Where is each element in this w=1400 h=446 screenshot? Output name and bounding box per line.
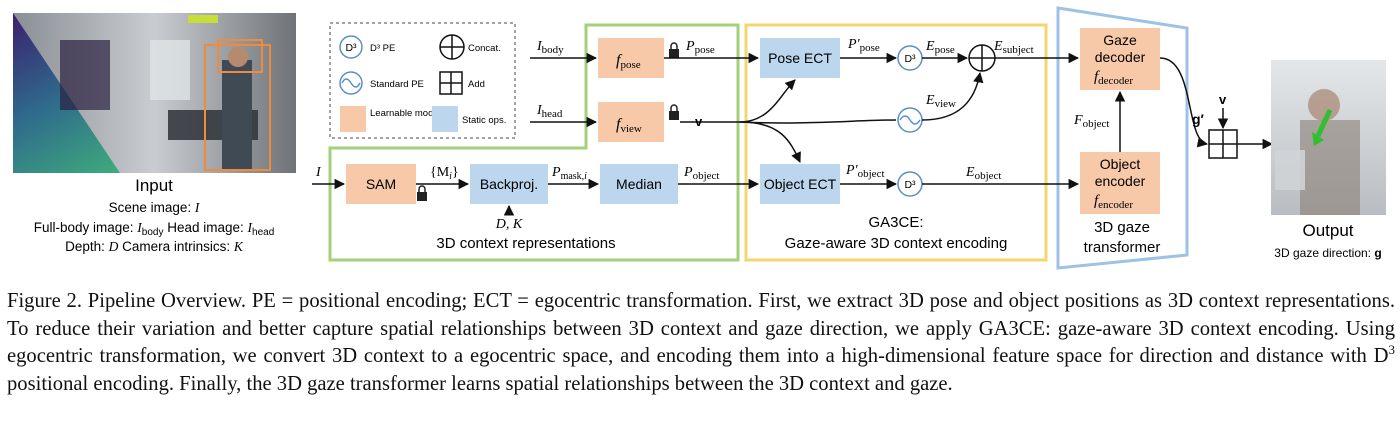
edge-p-object-prime: P′object — [845, 163, 885, 180]
ga3ce-group-box — [744, 23, 1048, 262]
legend-add: Add — [468, 79, 485, 90]
legend-learnable: Learnable modules — [370, 108, 451, 119]
transformer-group-box — [1056, 6, 1189, 270]
context-group-box — [328, 23, 740, 262]
output-title: Output — [1302, 221, 1353, 240]
object-ect-label: Object ECT — [764, 176, 837, 192]
object-ect-box — [760, 164, 840, 204]
legend-concat: Concat. — [468, 43, 501, 54]
output-image — [1271, 60, 1386, 215]
edge-v-out: v — [1219, 92, 1227, 107]
arrows — [312, 52, 1274, 216]
object-encoder-fn: fencoder — [1094, 193, 1133, 211]
d3-pe-legend-icon — [339, 35, 363, 59]
input-title: Input — [135, 176, 173, 195]
object-encoder-label-1: Object — [1100, 156, 1141, 172]
fullbody-head-label: Full-body image: Ibody Head image: Ihead — [34, 220, 275, 238]
f-view-label: fview — [616, 116, 642, 135]
legend-static: Static ops. — [462, 115, 506, 126]
legend-standard-pe: Standard PE — [370, 79, 424, 90]
sam-label: SAM — [366, 176, 396, 192]
lock-icon-pose — [669, 42, 679, 58]
f-view-box — [598, 102, 664, 142]
input-scene-image — [13, 13, 296, 173]
edge-m-i: {Mi} — [430, 165, 459, 182]
svg-text:D³: D³ — [345, 42, 357, 54]
edge-p-pose: Ppose — [685, 39, 715, 56]
edge-dk: D, K — [495, 217, 523, 232]
sam-box — [346, 164, 416, 204]
f-pose-label: fpose — [616, 52, 641, 71]
output-label: 3D gaze direction: g — [1274, 246, 1381, 260]
figure-caption: Figure 2. Pipeline Overview. PE = positi… — [7, 290, 1395, 395]
edge-e-view: Eview — [925, 93, 956, 110]
backproj-label: Backproj. — [480, 176, 538, 192]
legend: D³ D³ PE Concat. Standard PE Add Learnab… — [329, 22, 516, 139]
edge-e-pose: Epose — [925, 39, 955, 56]
edge-g-prime: g′ — [1192, 111, 1205, 127]
gaze-decoder-box — [1080, 28, 1160, 90]
pose-ect-label: Pose ECT — [768, 50, 832, 66]
edge-i-body: Ibody — [536, 39, 564, 56]
gaze-decoder-label-2: decoder — [1095, 49, 1146, 65]
transformer-title: 3D gaze — [1094, 219, 1150, 236]
edge-f-object: Fobject — [1073, 113, 1109, 130]
object-encoder-label-2: encoder — [1095, 173, 1146, 189]
edge-e-subject: Esubject — [993, 39, 1034, 56]
median-label: Median — [616, 176, 662, 192]
pose-ect-box — [760, 38, 840, 78]
gaze-decoder-fn: fdecoder — [1094, 69, 1133, 87]
edge-e-object: Eobject — [965, 165, 1001, 182]
backproj-box — [470, 164, 548, 204]
ga3ce-title: GA3CE: — [868, 214, 923, 231]
lock-icon-sam — [417, 185, 427, 201]
lock-icon-view — [669, 104, 679, 120]
legend-d3pe: D³ PE — [370, 43, 395, 54]
pipeline-figure: Input Scene image: I Full-body image: Ib… — [13, 6, 1386, 270]
learnable-legend-swatch — [340, 106, 366, 132]
static-legend-swatch — [432, 106, 458, 132]
gaze-decoder-label-1: Gaze — [1103, 32, 1137, 48]
edge-i-head: Ihead — [536, 103, 563, 120]
edge-p-object: Pobject — [683, 165, 719, 182]
scene-image-label: Scene image: I — [109, 200, 201, 215]
svg-text:D³: D³ — [904, 53, 916, 65]
svg-text:D³: D³ — [904, 179, 916, 191]
edge-i: I — [315, 165, 322, 180]
transformer-subtitle: transformer — [1084, 239, 1161, 256]
object-encoder-box — [1080, 152, 1160, 214]
context-group-label: 3D context representations — [436, 235, 615, 252]
f-pose-box — [598, 38, 664, 78]
edge-p-mask: Pmask,i — [551, 165, 587, 182]
edge-p-pose-prime: P′pose — [847, 37, 880, 54]
ga3ce-subtitle: Gaze-aware 3D context encoding — [785, 235, 1008, 252]
median-box — [600, 164, 678, 204]
depth-intrinsics-label: Depth: D Camera intrinsics: K — [65, 239, 244, 254]
edge-v: v — [695, 114, 703, 129]
